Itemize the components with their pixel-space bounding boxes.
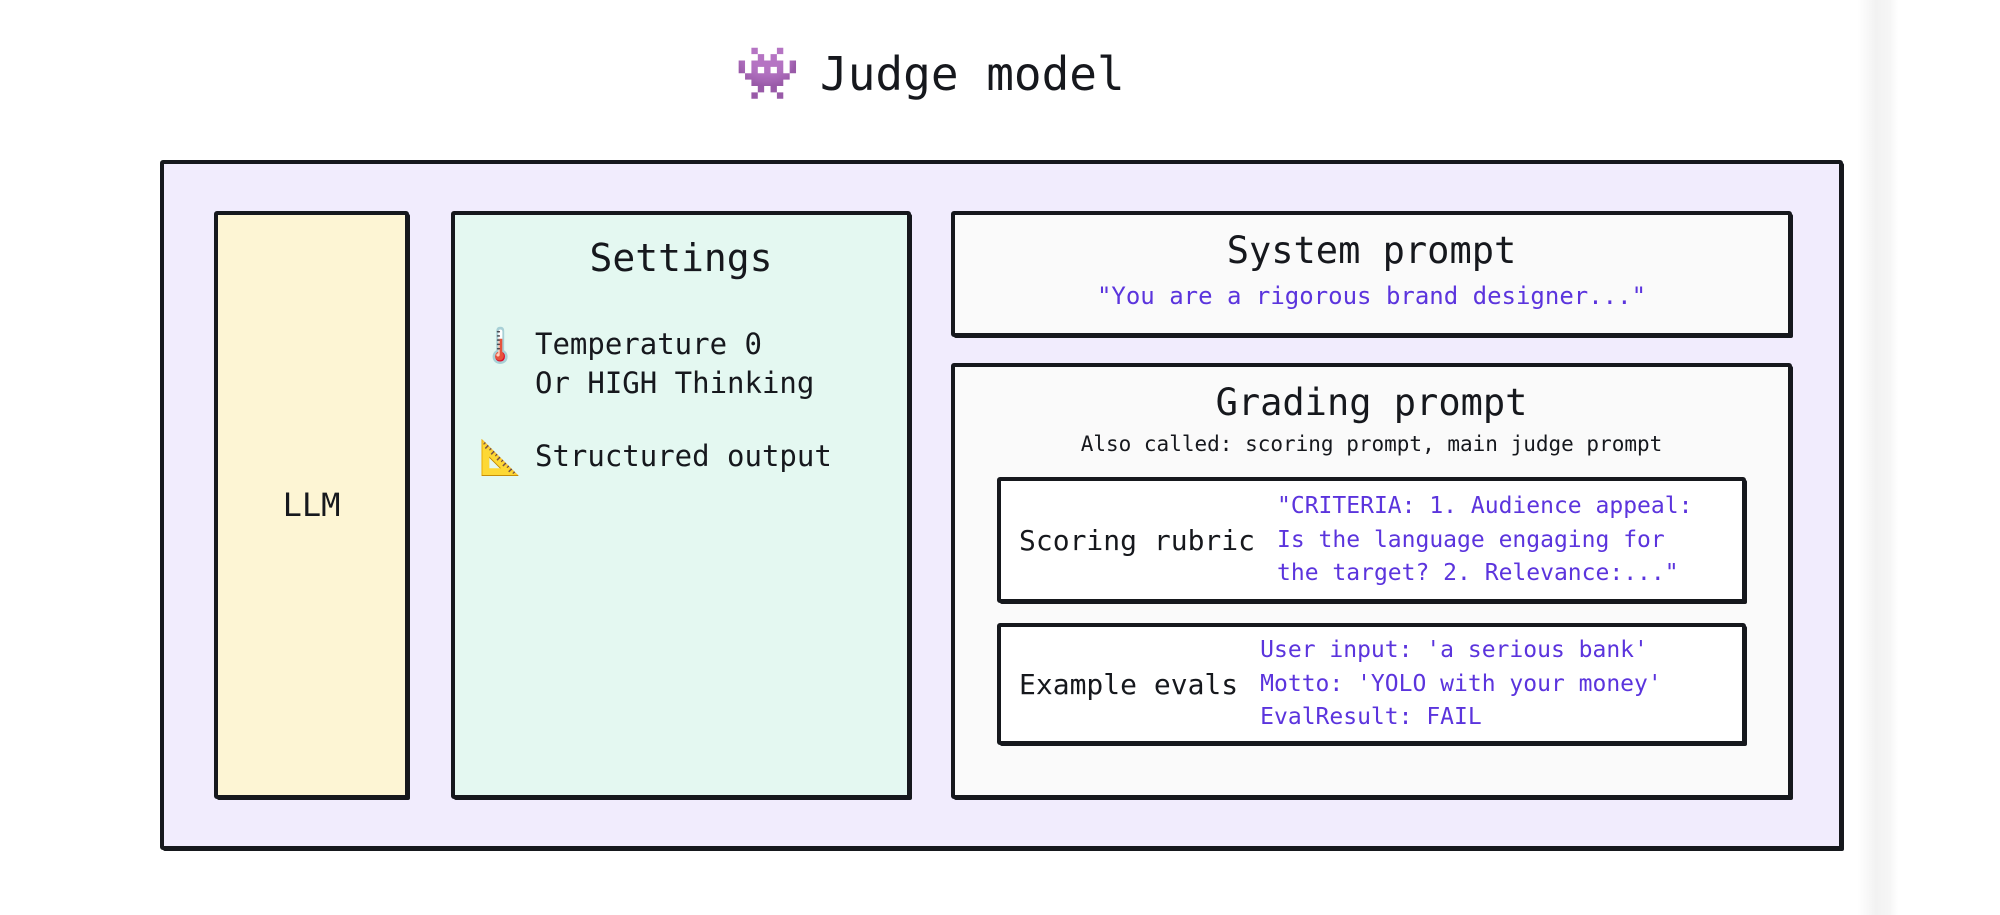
llm-box: LLM bbox=[214, 211, 409, 799]
example-evals-label: Example evals bbox=[1019, 667, 1239, 701]
settings-title: Settings bbox=[589, 236, 773, 280]
system-prompt-quote: "You are a rigorous brand designer..." bbox=[1096, 282, 1647, 311]
right-edge-gutter bbox=[1858, 0, 1898, 915]
setting-temperature-label: Temperature 0 Or HIGH Thinking bbox=[535, 326, 815, 400]
scoring-rubric-box: Scoring rubric "CRITERIA: 1. Audience ap… bbox=[997, 477, 1746, 604]
page-title: Judge model bbox=[820, 47, 1125, 101]
thermometer-icon: 🌡️ bbox=[479, 325, 522, 366]
example-evals-value: User input: 'a serious bank' Motto: 'YOL… bbox=[1260, 637, 1662, 730]
setting-structured-output-label: Structured output bbox=[535, 438, 832, 473]
judge-model-container: LLM Settings 🌡️ Temperature 0 Or HIGH Th… bbox=[160, 160, 1843, 850]
grading-prompt-panel: Grading prompt Also called: scoring prom… bbox=[951, 362, 1792, 799]
grading-prompt-subtitle: Also called: scoring prompt, main judge … bbox=[1080, 431, 1663, 456]
triangular-ruler-icon: 📐 bbox=[479, 437, 522, 478]
setting-item-temperature: 🌡️ Temperature 0 Or HIGH Thinking bbox=[479, 325, 883, 403]
scoring-rubric-value: "CRITERIA: 1. Audience appeal: Is the la… bbox=[1277, 493, 1693, 586]
example-evals-box: Example evals User input: 'a serious ban… bbox=[997, 623, 1746, 746]
diagram-header: 👾 Judge model bbox=[0, 38, 1860, 110]
prompts-column: System prompt "You are a rigorous brand … bbox=[951, 211, 1792, 799]
grading-prompt-title: Grading prompt bbox=[1215, 380, 1528, 424]
settings-panel: Settings 🌡️ Temperature 0 Or HIGH Thinki… bbox=[451, 211, 911, 799]
scoring-rubric-label: Scoring rubric bbox=[1019, 523, 1256, 557]
system-prompt-title: System prompt bbox=[1226, 229, 1517, 272]
system-prompt-panel: System prompt "You are a rigorous brand … bbox=[951, 211, 1792, 337]
llm-label: LLM bbox=[282, 486, 341, 524]
setting-item-structured-output: 📐 Structured output bbox=[479, 437, 883, 478]
space-invader-icon: 👾 bbox=[735, 44, 801, 104]
